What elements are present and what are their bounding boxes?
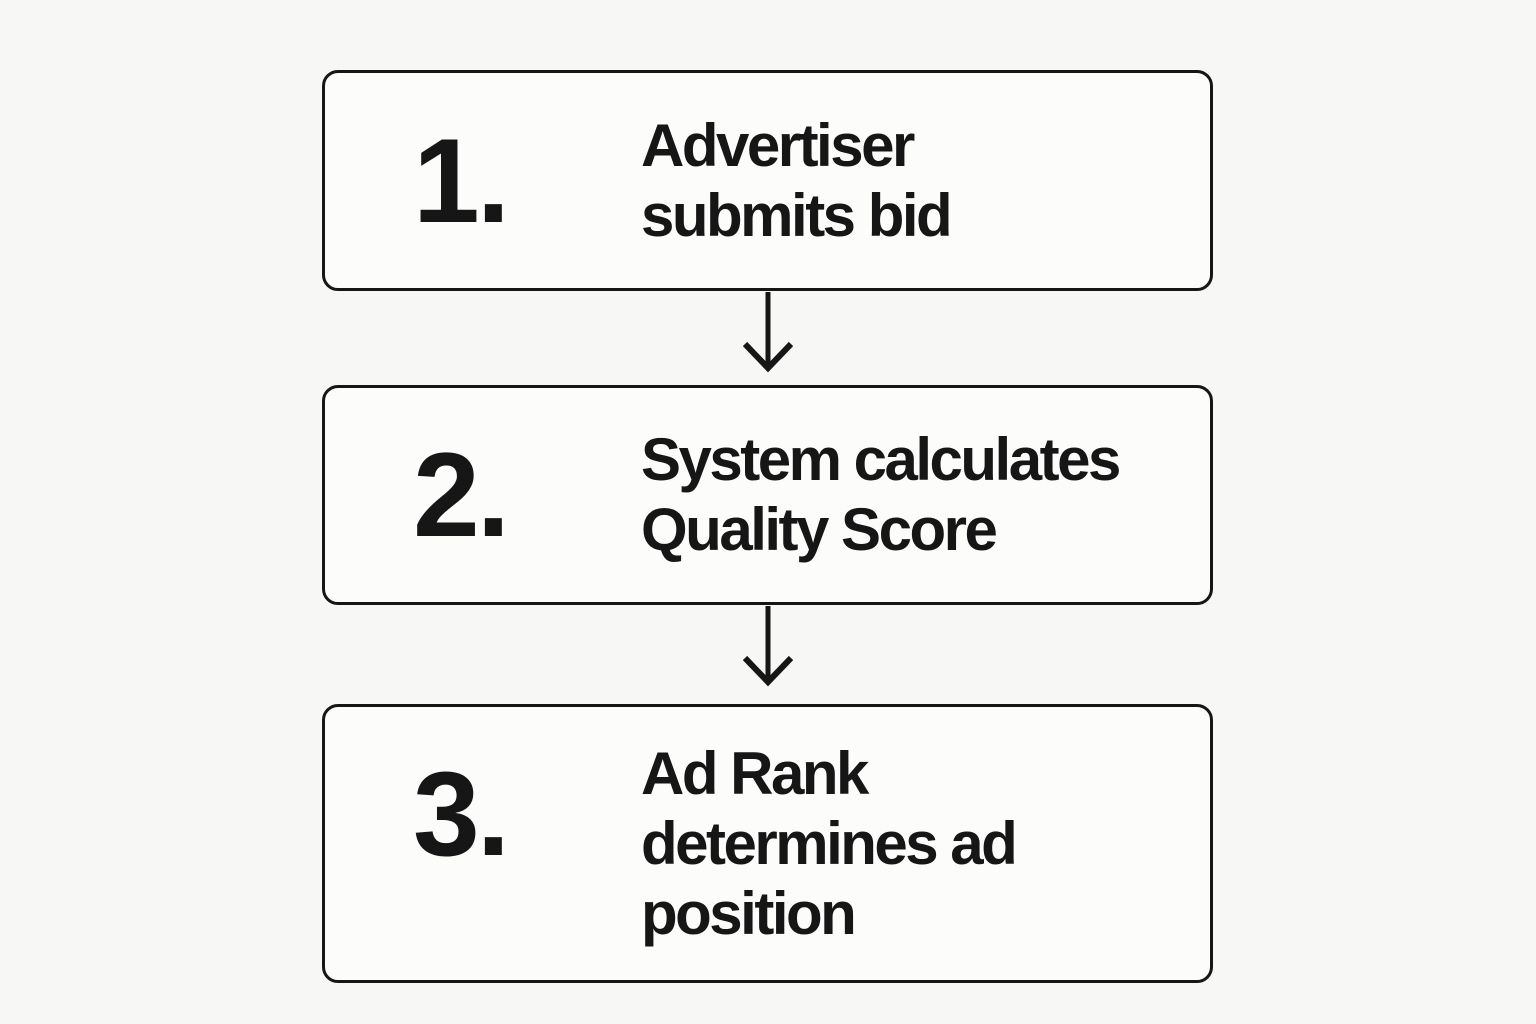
step-1-label: Advertiser submits bid [641, 111, 953, 251]
arrow-down-icon [742, 606, 794, 687]
step-2-label-line-1: System calculates [641, 426, 1121, 493]
step-3-number: 3. [413, 746, 510, 881]
step-3-label-line-2: determines ad [641, 809, 1018, 877]
step-3-label: Ad Rank determines ad position [641, 739, 1018, 949]
step-1-label-line-1: Advertiser [641, 111, 915, 179]
step-2-label-line-2: Quality Score [641, 496, 998, 563]
step-box-2: 2. System calculates Quality Score [322, 385, 1213, 605]
step-3-label-line-1: Ad Rank [641, 739, 869, 807]
step-box-1: 1. Advertiser submits bid [322, 70, 1213, 291]
step-3-label-line-3: position [641, 879, 857, 947]
step-1-number: 1. [413, 113, 510, 248]
step-1-label-line-2: submits bid [641, 181, 953, 249]
step-2-number: 2. [413, 428, 510, 562]
step-2-label: System calculates Quality Score [641, 425, 1121, 565]
arrow-down-icon [742, 292, 794, 373]
step-box-3: 3. Ad Rank determines ad position [322, 704, 1213, 983]
